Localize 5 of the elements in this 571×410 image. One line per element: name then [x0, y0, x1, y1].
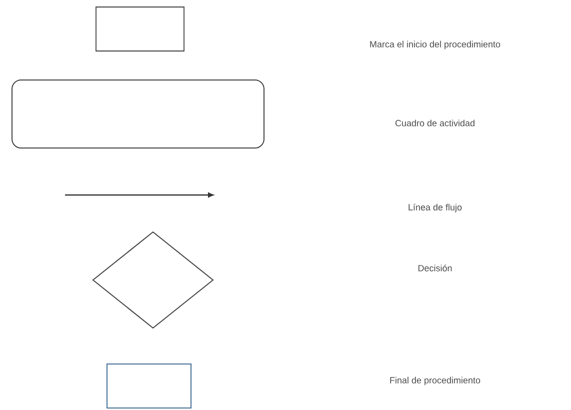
- legend-text: Decisión: [418, 264, 452, 272]
- legend-text: Cuadro de actividad: [395, 120, 474, 126]
- legend-text: Marca el inicio del procedimiento: [370, 40, 500, 50]
- legend-text: Final de procedimiento: [390, 376, 480, 386]
- legend-text: Línea de flujo: [408, 204, 462, 212]
